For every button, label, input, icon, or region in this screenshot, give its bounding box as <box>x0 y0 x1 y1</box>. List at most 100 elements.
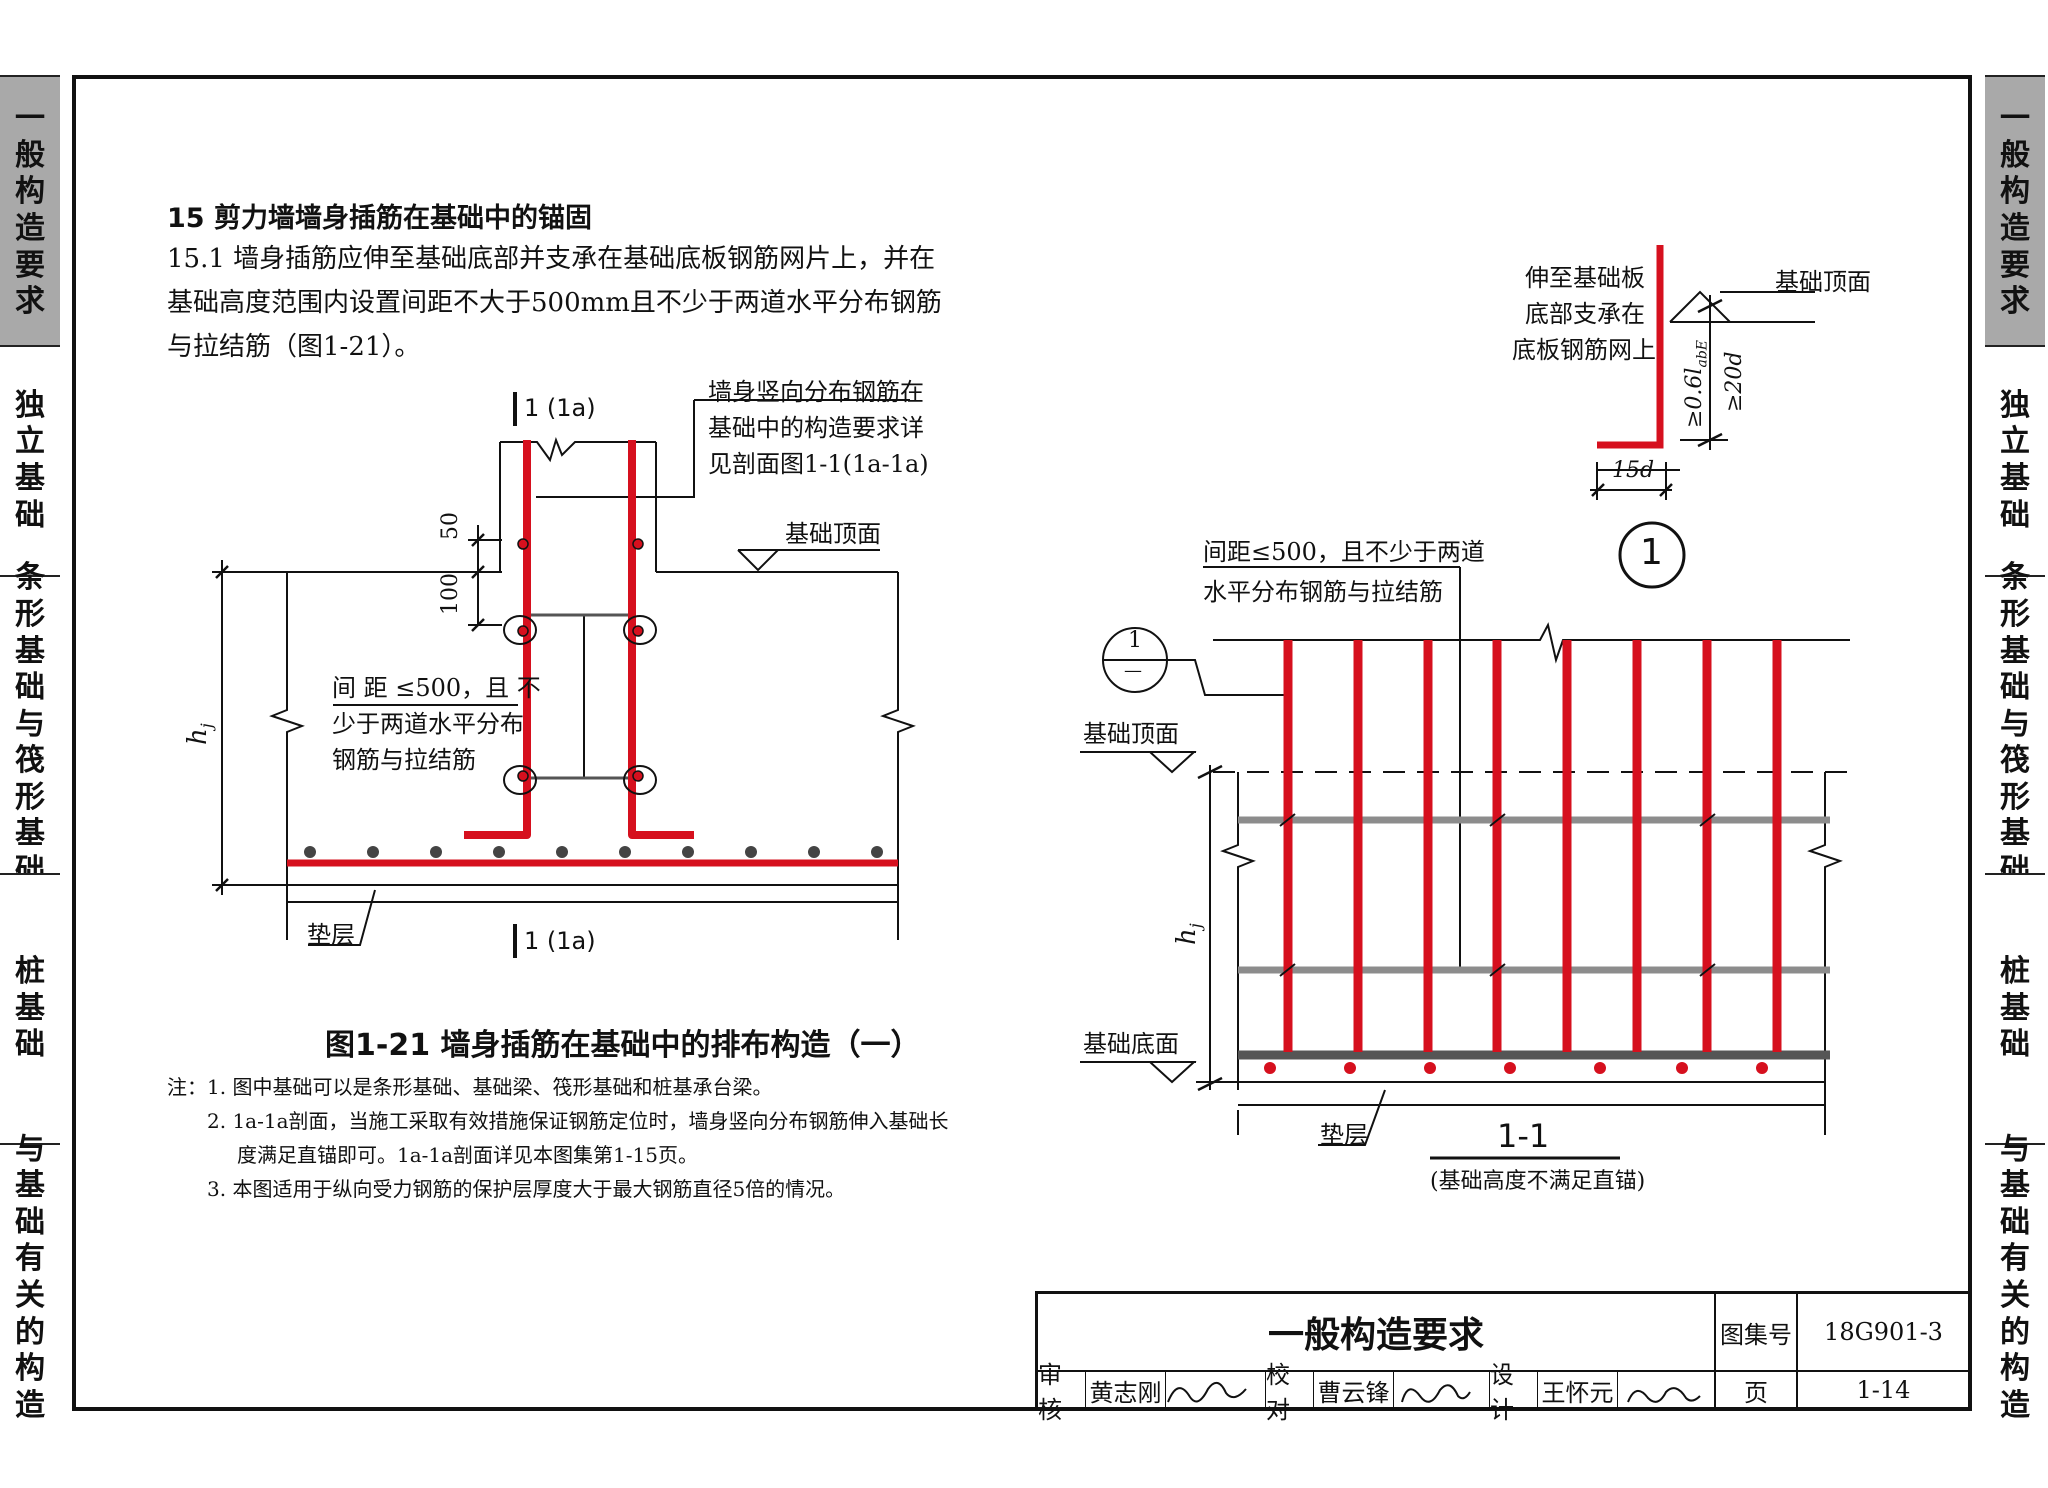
tb-reviewer-sign <box>1166 1372 1266 1408</box>
side-tab-char: 构 <box>2000 174 2030 210</box>
right-side-tab-5[interactable]: 与基础有关的构造 <box>1985 1132 2045 1423</box>
left-side-tab-5[interactable]: 与基础有关的构造 <box>0 1132 60 1423</box>
dim-50: 50 <box>438 512 463 540</box>
right-horizontal-bars <box>1238 816 1830 1060</box>
side-tab-char: 础 <box>15 1204 45 1240</box>
bottom-bar-dot-4 <box>1504 1062 1516 1074</box>
side-tab-char: 构 <box>2000 1351 2030 1387</box>
bottom-bar-dot-5 <box>1594 1062 1606 1074</box>
right-cushion-label: 垫层 <box>1320 1121 1368 1149</box>
left-side-tab-3[interactable]: 条形基础与筏形基础 <box>0 560 60 888</box>
side-tab-char: 基 <box>2000 990 2030 1026</box>
detail-callout-line-3: 底板钢筋网上 <box>1512 336 1656 364</box>
detail-number: 1 <box>1640 532 1663 573</box>
section-title: 1-1 <box>1497 1117 1550 1155</box>
left-bottom-bar-dots <box>304 846 883 858</box>
detail-dim-06-sub: abE <box>1694 340 1711 368</box>
side-tab-char: 础 <box>2000 1027 2030 1063</box>
dim-100: 100 <box>438 573 463 615</box>
side-tab-char: 般 <box>2000 137 2030 173</box>
tb-reviewer: 黄志刚 <box>1086 1372 1166 1408</box>
right-tie-marks <box>1279 813 1716 977</box>
right-bottom-bar-dots <box>1264 1062 1768 1074</box>
side-tab-char: 求 <box>2000 284 2030 320</box>
detail-callout-line-2: 底部支承在 <box>1525 300 1645 328</box>
signature-designer <box>1627 1387 1701 1403</box>
tb-designer-sign <box>1618 1372 1716 1408</box>
detail-dim-15d: 15d <box>1612 458 1655 483</box>
right-side-tab-4[interactable]: 桩基础 <box>1985 873 2045 1143</box>
left-side-tab-2[interactable]: 独立基础 <box>0 345 60 575</box>
left-side-tab-4[interactable]: 桩基础 <box>0 873 60 1143</box>
side-tab-char: 造 <box>15 1387 45 1423</box>
side-tab-char: 与 <box>15 706 45 742</box>
tb-page-label: 页 <box>1716 1372 1798 1408</box>
left-side-tab-1[interactable]: 一般构造要求 <box>0 75 60 345</box>
detail-dim-06: ≥0.6labE <box>1682 340 1710 428</box>
side-tab-char: 独 <box>15 387 45 423</box>
side-tab-char: 构 <box>15 1351 45 1387</box>
ref-circle-den: — <box>1124 660 1142 681</box>
right-figure <box>1080 566 1850 1160</box>
right-side-tab-1[interactable]: 一般构造要求 <box>1985 75 2045 345</box>
tb-check-label: 校对 <box>1266 1361 1314 1424</box>
side-tab-char: 的 <box>2000 1314 2030 1350</box>
side-tab-char: 一 <box>2000 101 2030 137</box>
side-tab-char: 要 <box>2000 247 2030 283</box>
section-subtitle: (基础高度不满足直锚) <box>1430 1169 1646 1194</box>
title-block: 一般构造要求 图集号 18G901-3 审核 黄志刚 校对 曹云锋 设计 王怀元… <box>1035 1291 1972 1424</box>
side-tab-char: 基 <box>15 633 45 669</box>
side-tab-char: 与 <box>2000 706 2030 742</box>
right-side-tab-3[interactable]: 条形基础与筏形基础 <box>1985 560 2045 888</box>
side-tab-char: 关 <box>2000 1278 2030 1313</box>
bottom-bar-dot-3 <box>1424 1062 1436 1074</box>
right-callout-line-1: 间距≤500，且不少于两道 <box>1203 538 1485 566</box>
left-hj-label: hj <box>183 723 216 745</box>
side-tab-char: 础 <box>2000 497 2030 533</box>
signature-reviewer <box>1167 1382 1247 1403</box>
side-tab-char: 筏 <box>2000 743 2030 779</box>
side-tab-char: 基 <box>2000 1168 2030 1204</box>
right-foundation-top: 基础顶面 <box>1083 720 1179 748</box>
left-rebar <box>287 440 898 867</box>
left-cushion-label: 垫层 <box>307 921 355 949</box>
bottom-bar-dot-2 <box>1344 1062 1356 1074</box>
side-tab-char: 桩 <box>15 954 45 990</box>
side-tab-char: 造 <box>15 211 45 246</box>
ref-circle-num: 1 <box>1128 628 1142 653</box>
callout-vertical-line-1: 墙身竖向分布钢筋在 <box>708 378 924 406</box>
side-tab-char: 独 <box>2000 387 2030 423</box>
callout-spacing-line-3: 钢筋与拉结筋 <box>332 746 476 774</box>
left-section-mark-top: 1 (1a) <box>524 394 596 422</box>
note-1: 注：1. 图中基础可以是条形基础、基础梁、筏形基础和桩基承台梁。 <box>167 1075 773 1099</box>
callout-spacing-line-1: 间 距 ≤500，且 不 <box>332 674 541 702</box>
detail-dim-20d: ≥20d <box>1722 351 1747 412</box>
right-side-tab-2[interactable]: 独立基础 <box>1985 345 2045 575</box>
right-foundation-bottom: 基础底面 <box>1083 1030 1179 1058</box>
side-tab-char: 基 <box>2000 633 2030 669</box>
note-2: 2. 1a-1a剖面，当施工采取有效措施保证钢筋定位时，墙身竖向分布钢筋伸入基础… <box>207 1109 949 1133</box>
side-tab-char: 有 <box>2000 1241 2030 1277</box>
callout-spacing-line-2: 少于两道水平分布 <box>332 710 524 738</box>
left-hj-symbol: h <box>183 728 213 745</box>
right-vertical-rebars <box>1283 640 1782 1052</box>
side-tab-char: 有 <box>15 1241 45 1277</box>
side-tab-char: 造 <box>2000 211 2030 246</box>
right-hj-label: hj <box>1172 923 1205 945</box>
tb-title: 一般构造要求 <box>1038 1294 1716 1372</box>
left-section-mark-bottom: 1 (1a) <box>524 927 596 955</box>
tb-page-no: 1-14 <box>1856 1376 1911 1404</box>
tb-checker: 曹云锋 <box>1314 1372 1394 1408</box>
side-tab-char: 形 <box>15 779 45 815</box>
side-tab-char: 的 <box>15 1314 45 1350</box>
side-tab-char: 条 <box>2000 560 2030 596</box>
side-tab-char: 基 <box>15 461 45 496</box>
side-tab-char: 关 <box>15 1278 45 1313</box>
drawing-frame <box>72 75 1972 1411</box>
callout-vertical-line-3: 见剖面图1-1(1a-1a) <box>708 450 929 478</box>
side-tab-char: 基 <box>2000 461 2030 496</box>
bottom-bar-dot-6 <box>1676 1062 1688 1074</box>
callout-vertical-line-2: 基础中的构造要求详 <box>708 414 924 442</box>
side-tab-char: 条 <box>15 560 45 596</box>
